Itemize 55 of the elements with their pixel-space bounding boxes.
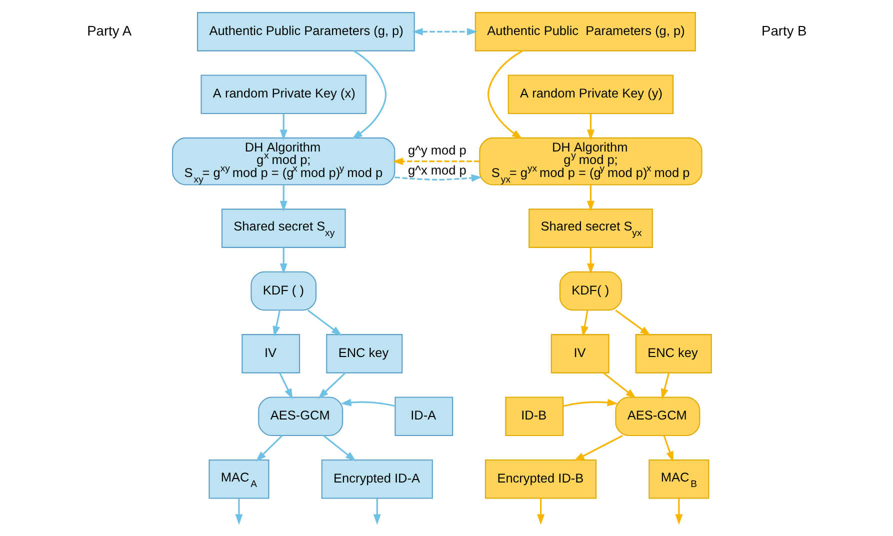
- node-box: Authentic Public Parameters (g, p): [474, 12, 696, 52]
- arrow: [394, 174, 482, 182]
- arrow: [660, 372, 670, 400]
- arrow: [602, 372, 636, 399]
- arrow: [272, 310, 280, 337]
- arrow: [306, 310, 342, 336]
- arrow: [536, 498, 544, 525]
- node-box: A random Private Key (y): [507, 74, 674, 114]
- label: Party A: [86, 22, 132, 38]
- node-box: IV: [550, 334, 609, 374]
- node-box: MAC$_{B}$: [648, 459, 709, 499]
- node-box: DH Algorithm g$^{x}$ mod p; S$_{xy}$= g$^{xy}$ mod p = (g$^{x}$ mod p)$^{y}$ mod p: [172, 137, 395, 186]
- arrow: [340, 398, 395, 407]
- arrow: [317, 372, 346, 399]
- node-box: KDF( ): [558, 271, 622, 311]
- node-box: A random Private Key (x): [200, 74, 366, 114]
- node-box: ID-A: [394, 396, 453, 436]
- node-box: KDF ( ): [250, 271, 316, 311]
- arrow: [586, 185, 594, 212]
- node-box: IV: [241, 334, 300, 374]
- arrow: [562, 398, 618, 407]
- arrow: [234, 498, 242, 525]
- node-box: Shared secret S$_{yx}$: [528, 208, 652, 248]
- node-box: Shared secret S$_{xy}$: [220, 208, 346, 248]
- arrow: [580, 310, 588, 337]
- arrow: [586, 248, 594, 274]
- arrow: [487, 50, 522, 140]
- arrow: [351, 50, 386, 140]
- edge-label: g^y mod p: [407, 142, 466, 158]
- arrow: [586, 114, 594, 140]
- node-box: MAC$_{A}$: [208, 459, 269, 499]
- arrow: [412, 28, 478, 36]
- arrow: [255, 435, 282, 462]
- node-box: ENC key: [634, 334, 712, 374]
- arrow: [662, 435, 673, 462]
- node-box: AES-GCM: [258, 396, 343, 436]
- label: Party B: [761, 22, 806, 38]
- arrow: [279, 185, 287, 212]
- arrow: [322, 435, 356, 462]
- node-box: Encrypted ID-B: [484, 459, 596, 499]
- arrow: [573, 434, 622, 461]
- arrow: [279, 114, 287, 140]
- node-box: Authentic Public Parameters (g, p): [196, 12, 414, 52]
- node-box: ENC key: [326, 334, 402, 374]
- arrow: [278, 372, 292, 400]
- node-box: Encrypted ID-A: [320, 459, 432, 499]
- edge-label: g^x mod p: [407, 162, 466, 178]
- arrow: [614, 310, 650, 336]
- node-box: DH Algorithm g$^{y}$ mod p; S$_{yx}$= g$^{yx}$ mod p = (g$^{y}$ mod p)$^{x}$ mod p: [478, 137, 702, 186]
- node-box: ID-B: [504, 396, 564, 436]
- arrow: [392, 158, 479, 166]
- arrow: [674, 498, 682, 525]
- arrow: [279, 248, 287, 274]
- node-box: AES-GCM: [614, 396, 700, 436]
- arrow: [372, 498, 380, 525]
